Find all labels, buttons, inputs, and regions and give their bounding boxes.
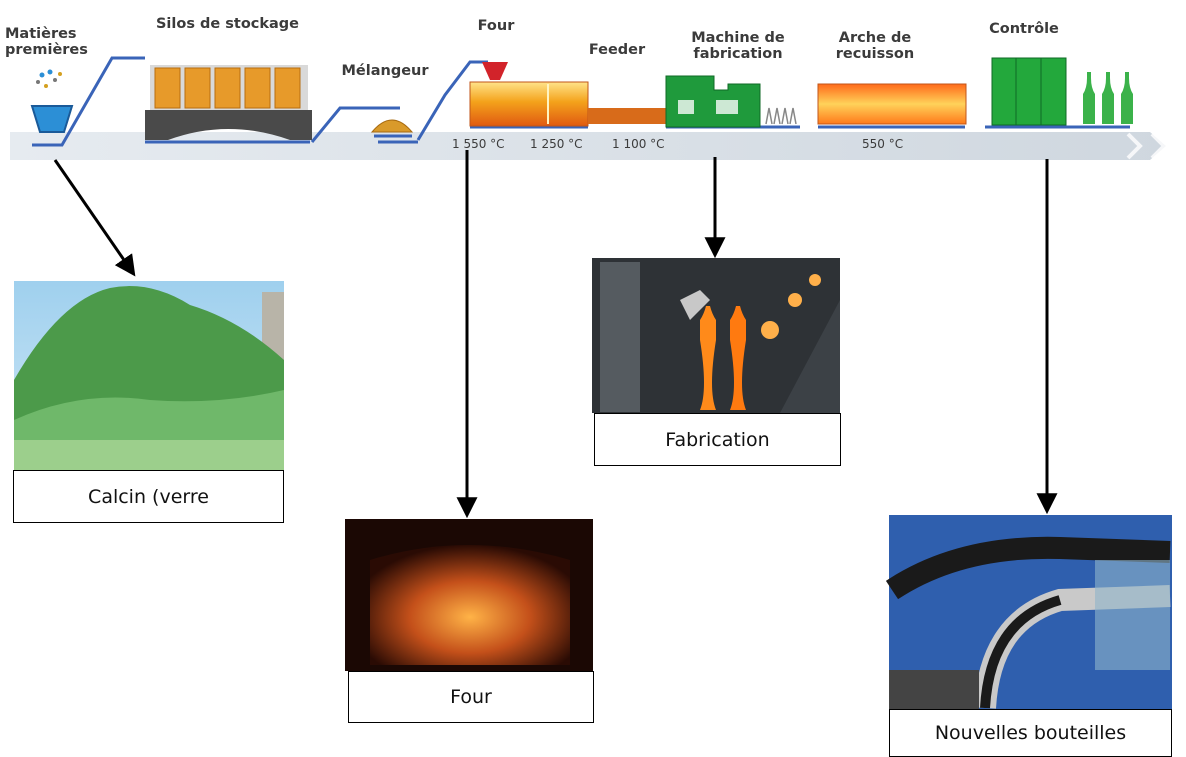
silos-label: Silos de stockage bbox=[155, 16, 300, 32]
storage-silos bbox=[145, 65, 312, 140]
furnace-photo bbox=[345, 519, 593, 671]
forming-photo bbox=[592, 258, 840, 413]
feeder-label: Feeder bbox=[588, 42, 646, 58]
inspection-label: Contrôle bbox=[989, 21, 1059, 37]
arrow-to-cullet bbox=[53, 159, 136, 277]
mixer-pile bbox=[370, 119, 414, 138]
bottles-caption: Nouvelles bouteilles bbox=[889, 709, 1172, 757]
forming-caption: Fabrication bbox=[594, 413, 841, 466]
raw-materials-label: Matières premières bbox=[5, 26, 88, 58]
annealing-lehr bbox=[817, 83, 967, 125]
cullet-caption: Calcin (verre bbox=[13, 470, 284, 523]
furnace-label: Four bbox=[477, 18, 515, 34]
feeder-temp: 1 100 °C bbox=[612, 137, 665, 151]
mid-temp: 1 250 °C bbox=[530, 137, 583, 151]
conveyor-floor bbox=[10, 132, 1167, 160]
furnace-block bbox=[469, 62, 668, 127]
forming-machine bbox=[665, 75, 797, 128]
arrows bbox=[53, 150, 1058, 519]
mixer-label: Mélangeur bbox=[341, 63, 429, 79]
bottles-photo bbox=[885, 515, 1172, 709]
furnace-temp: 1 550 °C bbox=[452, 137, 505, 151]
annealing-label: Arche de recuisson bbox=[835, 30, 915, 62]
cullet-photo bbox=[14, 281, 284, 470]
inspection-station bbox=[991, 57, 1133, 126]
furnace-caption: Four bbox=[348, 671, 594, 723]
annealing-temp: 550 °C bbox=[862, 137, 904, 151]
raw-materials-basin bbox=[30, 69, 74, 133]
forming-machine-label: Machine de fabrication bbox=[691, 30, 785, 62]
